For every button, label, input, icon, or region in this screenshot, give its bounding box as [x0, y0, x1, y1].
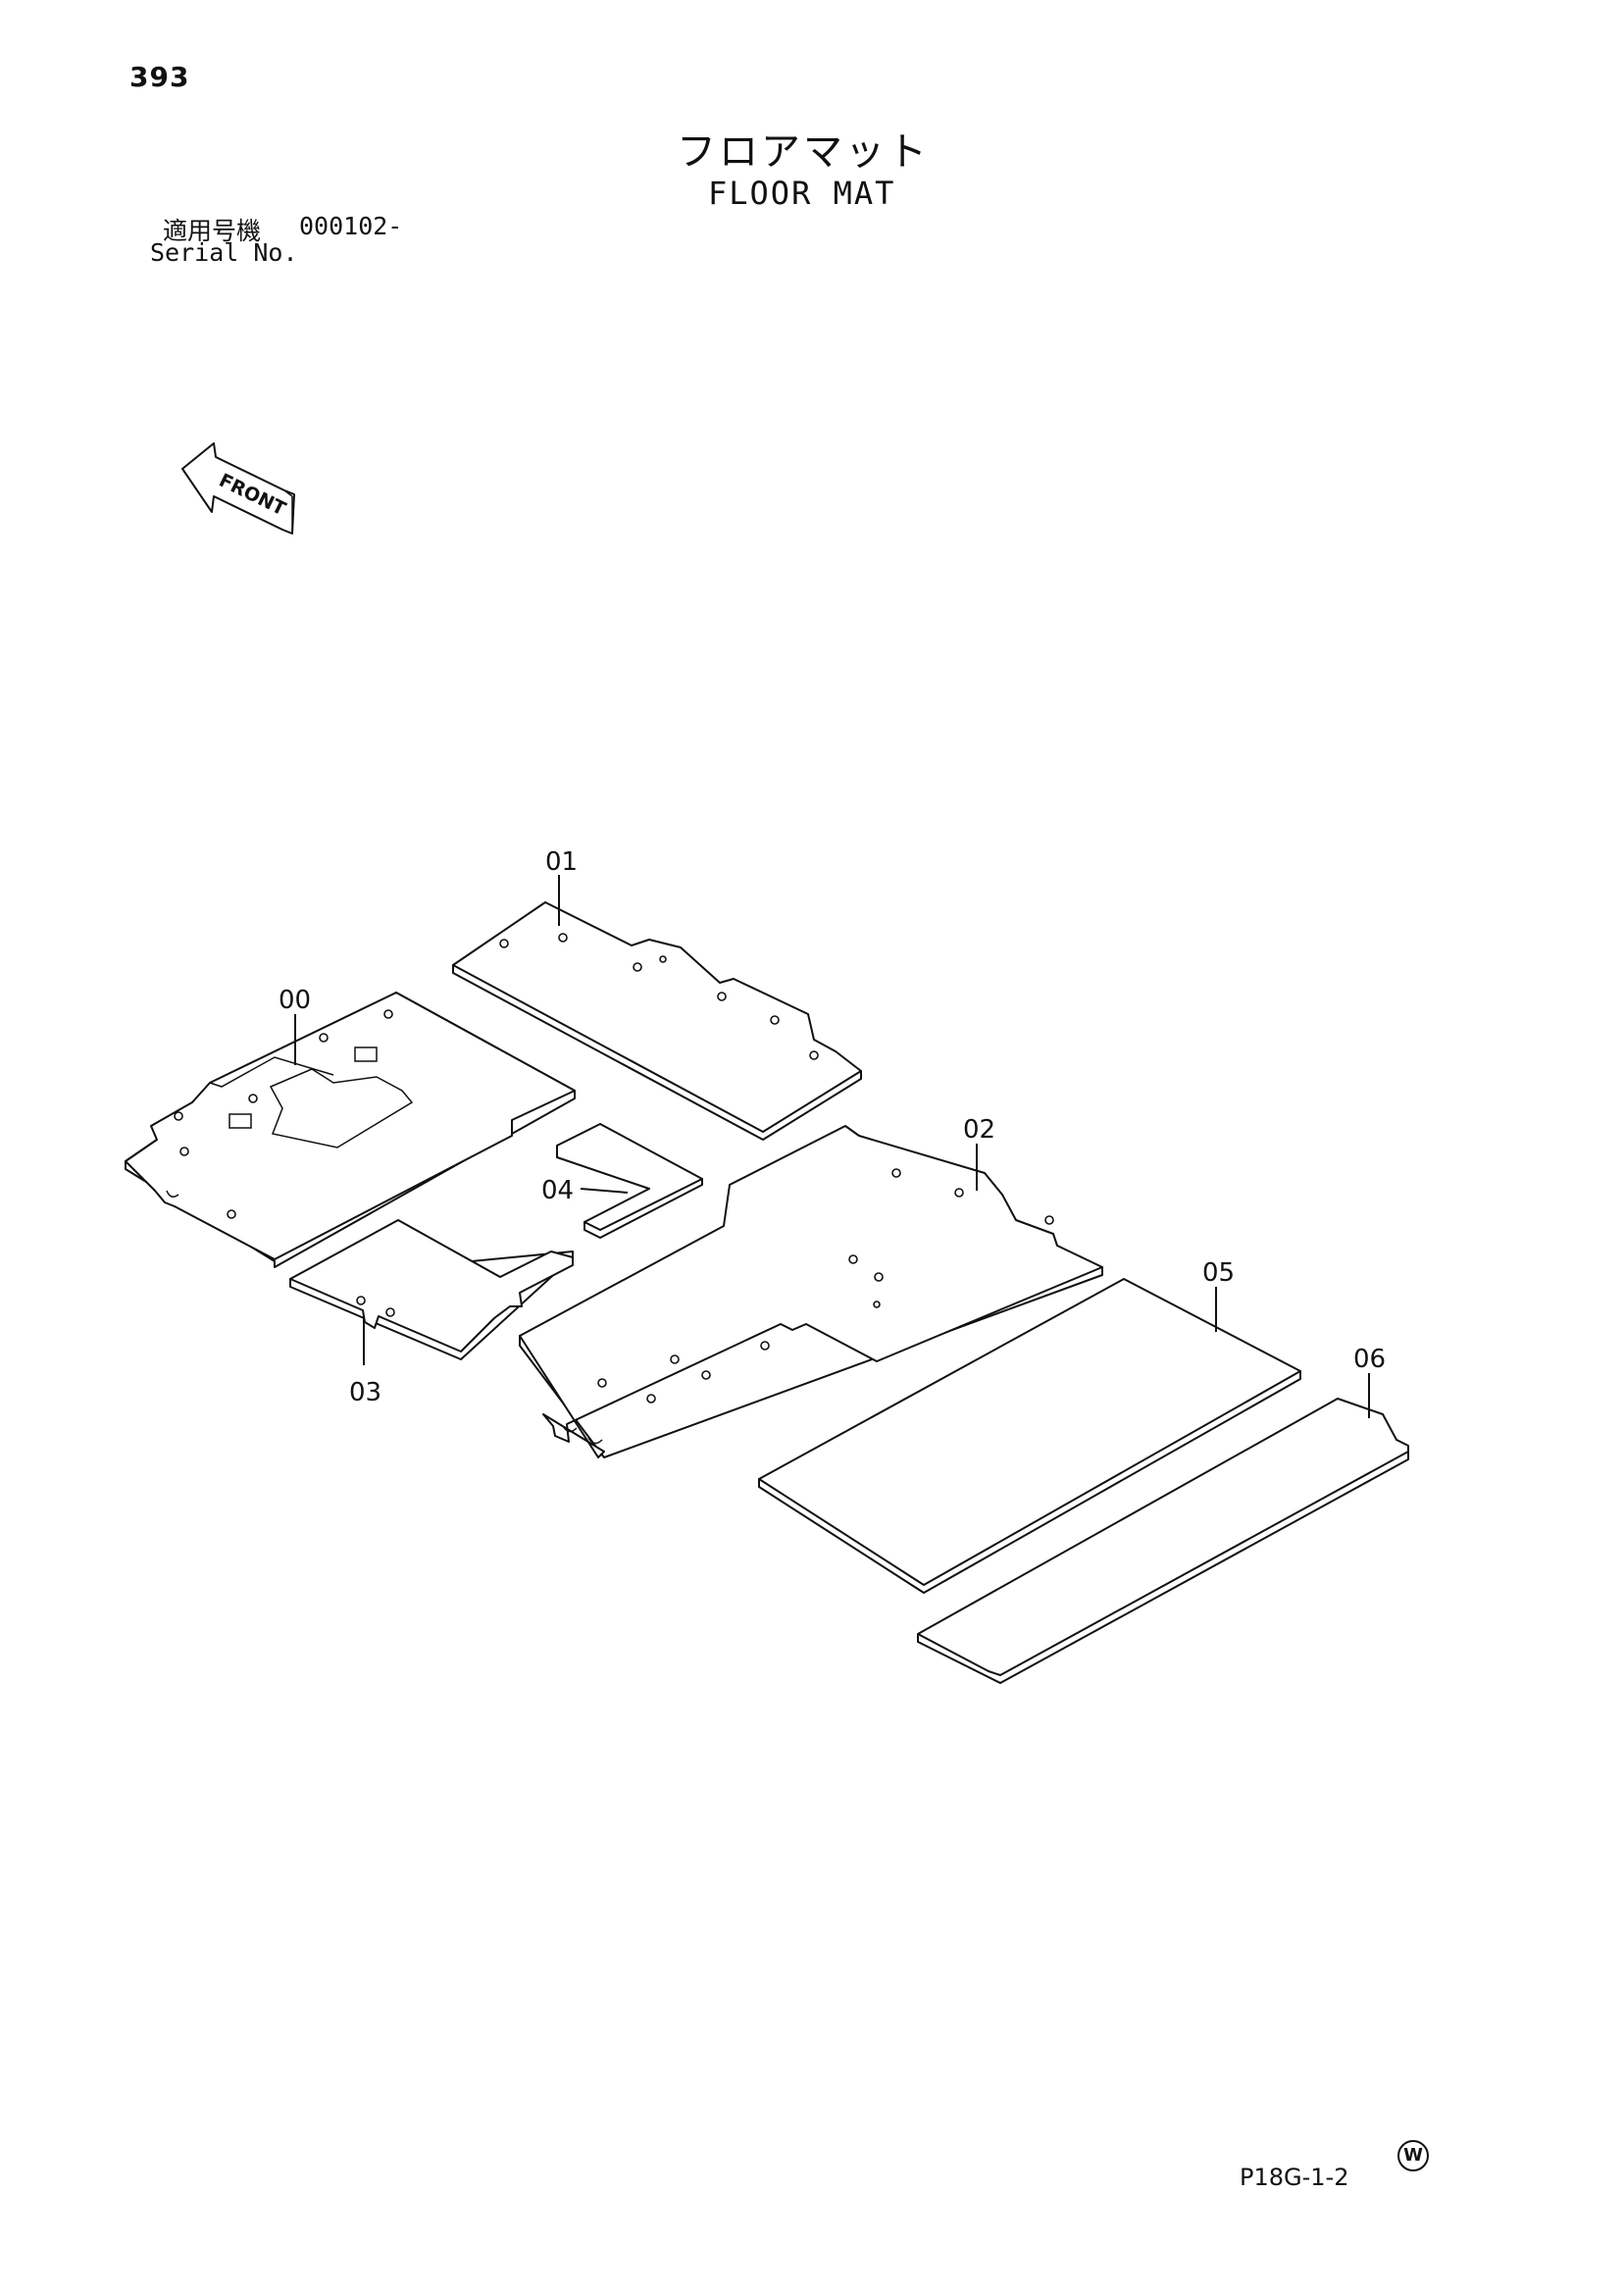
front-arrow-icon: FRONT: [181, 442, 295, 535]
callout-06: 06: [1353, 1345, 1386, 1374]
part-01-mat: [452, 901, 862, 1141]
part-04-mat: [556, 1123, 703, 1239]
leader-lines: [294, 875, 1370, 1418]
part-03-mat: [289, 1219, 574, 1360]
part-06-mat: [917, 1398, 1409, 1684]
w-circle-mark: W: [1397, 2140, 1429, 2171]
callout-01: 01: [545, 847, 578, 877]
part-02-mat: [519, 1125, 1103, 1458]
serial-label-english: Serial No.: [150, 238, 298, 267]
leader-04: [580, 1188, 629, 1194]
callout-02: 02: [963, 1115, 995, 1145]
title-english: FLOOR MAT: [708, 175, 896, 212]
sheet-code: P18G-1-2: [1240, 2164, 1349, 2191]
page-number: 393: [129, 61, 190, 93]
title-japanese: フロアマット: [677, 129, 930, 175]
serial-label-japanese: 適用号機: [163, 217, 262, 245]
callout-03: 03: [349, 1378, 381, 1407]
part-05-mat: [758, 1278, 1301, 1594]
callout-04: 04: [541, 1176, 574, 1205]
callout-00: 00: [279, 986, 311, 1015]
part-00-mat: [125, 992, 576, 1268]
callout-05: 05: [1202, 1258, 1235, 1288]
serial-range: 000102-: [299, 212, 403, 240]
